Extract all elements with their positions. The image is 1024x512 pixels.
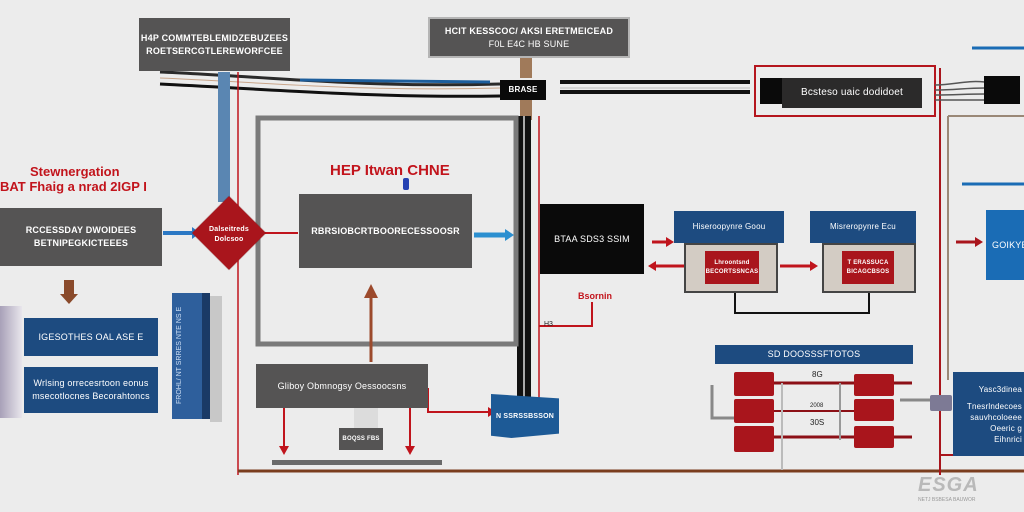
bottom-small-box[interactable]: BOQSS FBS (339, 428, 383, 450)
bottom-base-bar (272, 460, 442, 465)
decision-line-2: Dolcsoo (214, 236, 244, 243)
port-icon (930, 395, 952, 411)
bottom-right-line-3: sauvhcoloeee (970, 412, 1022, 422)
storage-drive[interactable] (854, 399, 894, 421)
title-line-2: BAT Fhaig a nrad 2IGP I (0, 179, 147, 194)
junction-box[interactable]: BRASE (500, 80, 546, 100)
bottom-right-line-4: Oeeric g (990, 423, 1022, 433)
bottom-right-line-1: Yasc3dinea (978, 384, 1022, 394)
connector-stub (520, 58, 532, 78)
top-right-frame (754, 65, 936, 117)
cable-line (159, 77, 501, 90)
logo: ESGA NETJ BSBESA BAUWOR (918, 474, 1024, 512)
logo-mark: ESGA (918, 474, 979, 496)
module-b-core[interactable]: T ERASSUCA BICAGCBSOS (842, 251, 894, 284)
storage-drive[interactable] (854, 374, 894, 396)
module-a-body (684, 243, 778, 293)
red-label: Bsornin (578, 291, 613, 301)
left-navy-2-line-1: Wrlsing orrecesrtoon eonus (33, 378, 149, 388)
center-title: HEP Itwan CHNE (330, 162, 450, 179)
top-center-box[interactable]: HCIT KESSCOC/ AKSI ERETMEICEAD F0L E4C H… (428, 17, 630, 58)
module-a-core[interactable]: Lhroontsnd BECORTSSNCAS (705, 251, 759, 284)
bottom-gray-box[interactable]: Gliboy Obmnogsy Oessoocsns (256, 364, 428, 408)
left-main-line-2: BETNIPEGKICTEEES (33, 238, 129, 248)
top-left-line-1: H4P COMMTEBLEMIDZEBUZEES (140, 32, 289, 43)
cable-line (299, 78, 491, 84)
diagram-title: Stewnergation BAT Fhaig a nrad 2IGP I (0, 164, 192, 194)
bottom-right-line-2: Tnesrlndecoes (966, 401, 1022, 411)
top-right-box[interactable]: Bcsteso uaic dodidoet (782, 78, 922, 108)
left-main-line-1: RCCESSDAY DWOIDEES (25, 225, 137, 235)
left-main-box[interactable]: RCCESSDAY DWOIDEES BETNIPEGKICTEEES (0, 208, 162, 266)
left-edge-panel (0, 306, 22, 418)
connector-block (760, 78, 782, 104)
bottom-blue-label: N SSRSSBSSON (495, 412, 555, 420)
connector-stub (520, 100, 532, 120)
center-main-box[interactable]: RBRSIOBCRTBOORECESSOOSR (299, 194, 472, 268)
module-a-header[interactable]: Hiseroopynre Goou (674, 211, 784, 243)
top-left-box[interactable]: H4P COMMTEBLEMIDZEBUZEES ROETSERCGTLEREW… (139, 18, 290, 71)
storage-drive[interactable] (734, 426, 774, 452)
storage-label-3: 30S (810, 418, 825, 427)
storage-header[interactable]: SD DOOSSSFTOTOS (715, 345, 913, 364)
module-b-header[interactable]: Misreropynre Ecu (810, 211, 916, 243)
decision-label: Dalseitreds Dolcsoo (190, 222, 268, 248)
top-center-line-1: HCIT KESSCOC/ AKSI ERETMEICEAD (444, 25, 614, 36)
storage-drive[interactable] (734, 399, 774, 423)
connector-plug (984, 76, 1020, 104)
left-navy-box-1[interactable]: IGESOTHES OAL ASE E (24, 318, 158, 356)
title-line-1: Stewnergation (30, 164, 120, 179)
bottom-right-box[interactable]: Yasc3dinea Tnesrlndecoes sauvhcoloeee Oe… (953, 372, 1024, 456)
pin-icon (403, 178, 409, 190)
decision-line-1: Dalseitreds (209, 226, 249, 233)
cable-line (159, 82, 501, 98)
bottom-blue-box[interactable] (491, 394, 559, 438)
label-h3: H3 (544, 321, 553, 328)
right-blue-box[interactable]: GOIKYE (986, 210, 1024, 280)
logo-subtitle: NETJ BSBESA BAUWOR (918, 497, 976, 503)
black-system-box[interactable]: BTAA SDS3 SSIM (540, 204, 644, 274)
vertical-tower[interactable]: FROHL/ NT SRRES NTE NS E (172, 293, 210, 419)
storage-label-2: 2008 (810, 403, 824, 409)
storage-drive[interactable] (734, 372, 774, 396)
storage-drive[interactable] (854, 426, 894, 448)
bottom-right-line-5: Eihnrici (994, 434, 1022, 444)
left-blue-pipe (218, 72, 230, 202)
vertical-tower-label: FROHL/ NT SRRES NTE NS E (176, 306, 183, 404)
left-navy-2-line-2: msecotlocnes Becorahtoncs (32, 391, 150, 401)
storage-label-1: 8G (812, 370, 823, 379)
tower-shadow (210, 296, 222, 422)
left-navy-box-2[interactable]: Wrlsing orrecesrtoon eonus msecotlocnes … (24, 367, 158, 413)
top-center-line-2: F0L E4C HB SUNE (488, 38, 570, 49)
top-left-line-2: ROETSERCGTLEREWORFCEE (146, 45, 283, 56)
